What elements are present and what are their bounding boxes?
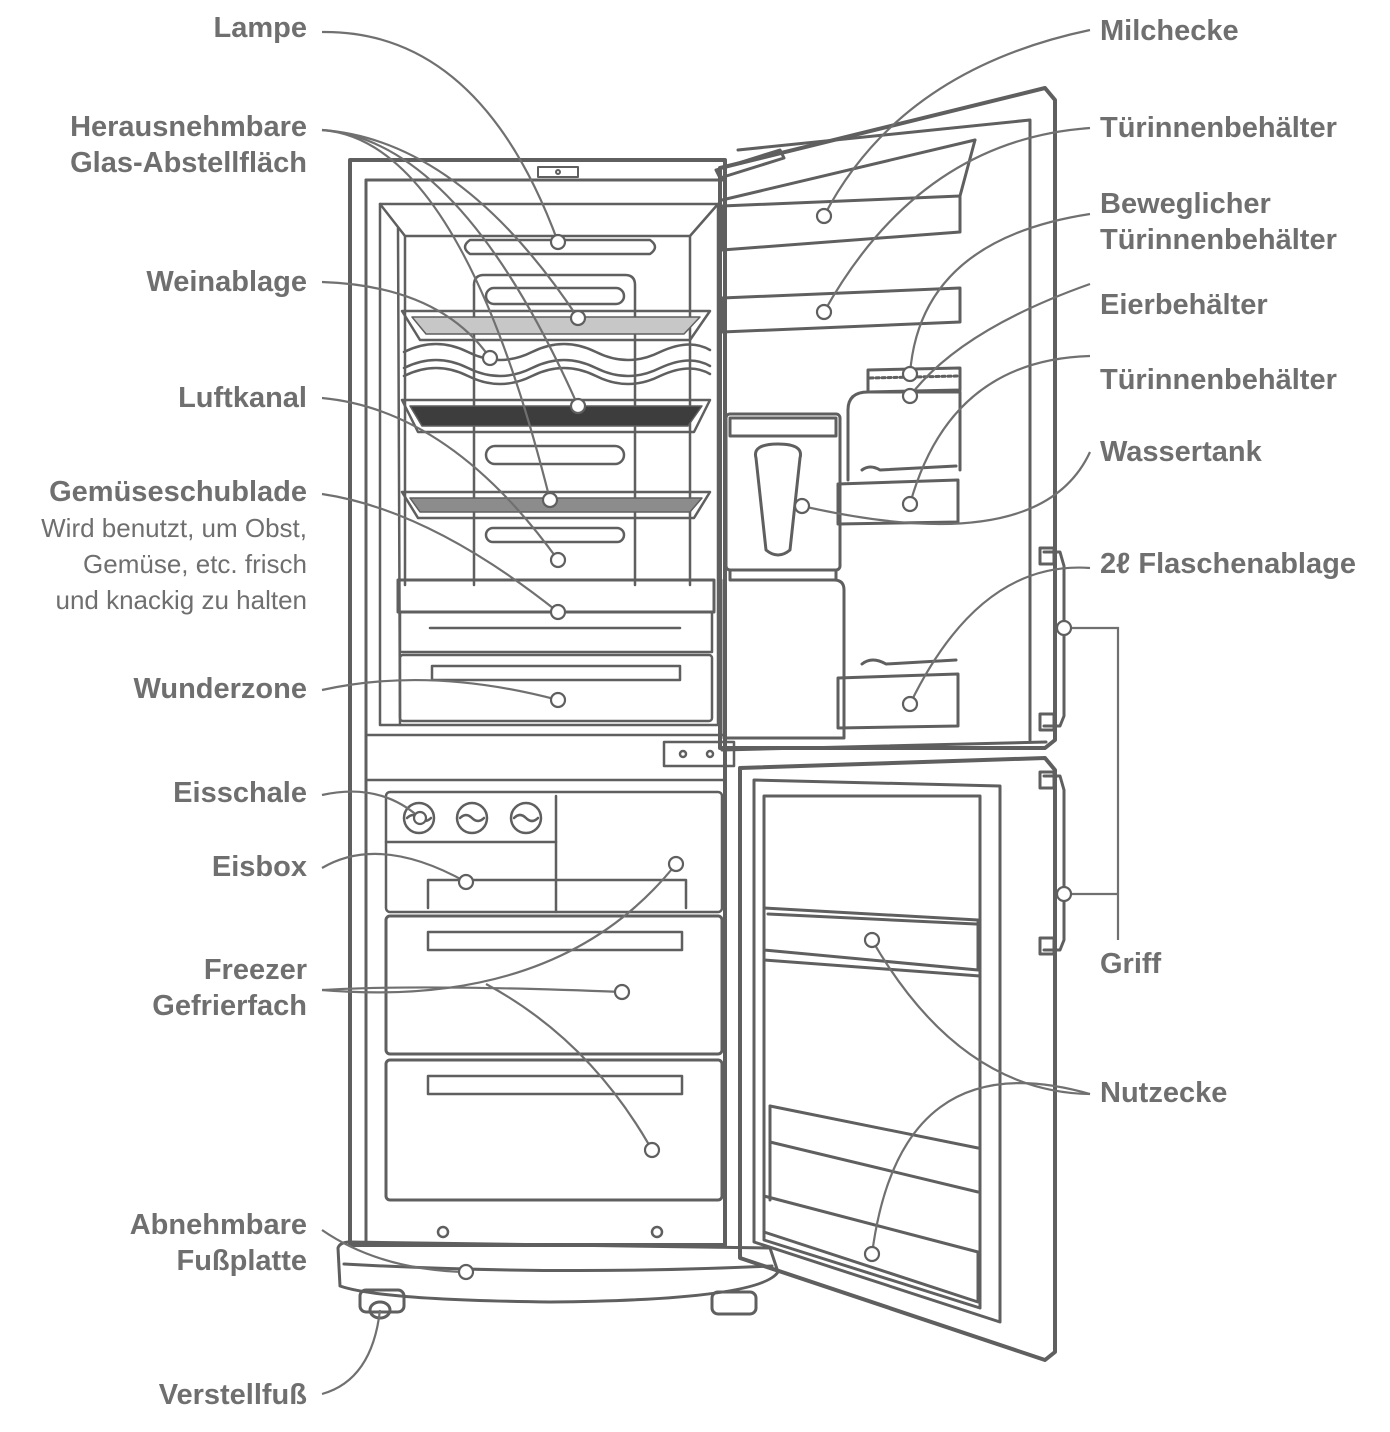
label-verstellfuss: Verstellfuß <box>158 1379 307 1411</box>
label-luftkanal: Luftkanal <box>178 382 307 414</box>
label-flaschenablage: 2ℓ Flaschenablage <box>1100 548 1356 580</box>
divider <box>364 733 736 782</box>
gemuese-desc-line-1: Wird benutzt, um Obst, <box>41 513 307 543</box>
label-wunderzone: Wunderzone <box>133 673 307 705</box>
base <box>336 1240 780 1320</box>
label-tuerinnenbehaelter-1: Türinnenbehälter <box>1100 112 1337 144</box>
gemuese-desc-line-2: Gemüse, etc. frisch <box>83 549 307 579</box>
label-griff: Griff <box>1100 948 1162 980</box>
fridge-compartment <box>378 202 720 727</box>
label-wassertank: Wassertank <box>1100 436 1262 468</box>
upper-door <box>714 86 1066 752</box>
label-tuerinnenbehaelter-2: Türinnenbehälter <box>1100 364 1337 396</box>
leader-lines <box>321 28 1120 1396</box>
label-nutzecke: Nutzecke <box>1100 1077 1228 1109</box>
label-lampe: Lampe <box>213 12 307 44</box>
label-eisbox: Eisbox <box>211 851 307 883</box>
cabinet <box>348 158 727 1247</box>
label-eisschale: Eisschale <box>173 777 307 809</box>
label-eierbehaelter: Eierbehälter <box>1100 289 1268 321</box>
gemuese-desc-line-3: und knackig zu halten <box>55 585 307 615</box>
label-gemueseschublade: Gemüseschublade Wird benutzt, um Obst, G… <box>41 474 307 618</box>
label-milchecke: Milchecke <box>1100 15 1239 47</box>
anchor-dots <box>412 207 1073 1281</box>
lower-door <box>738 756 1066 1362</box>
freezer-compartment <box>384 790 724 1239</box>
label-weinablage: Weinablage <box>146 266 307 298</box>
